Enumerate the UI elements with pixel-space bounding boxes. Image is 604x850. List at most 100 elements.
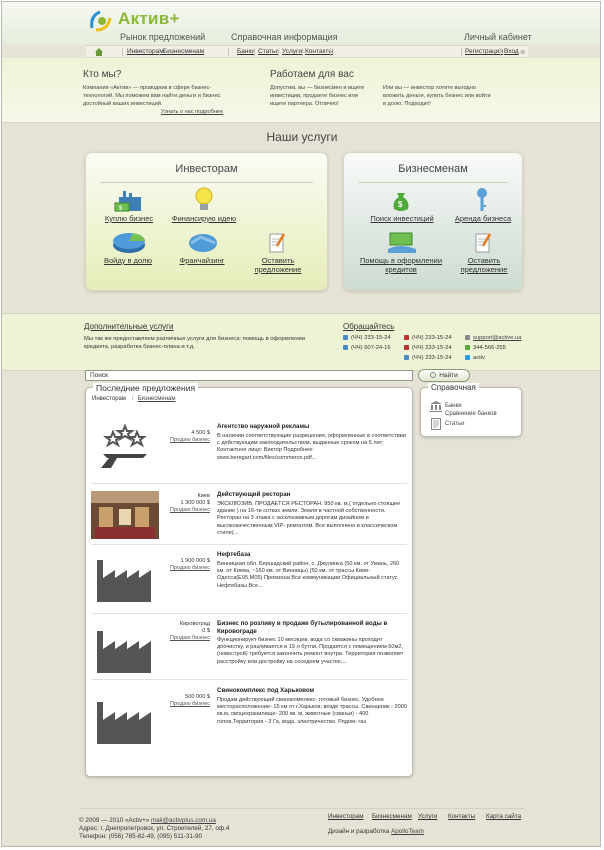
- subnav-login[interactable]: Вход: [504, 48, 519, 55]
- phone-4: (ЧЧ) 233-15-24: [404, 345, 452, 351]
- footer-design: Дизайн и разработка ApolloTeam: [328, 828, 424, 835]
- document-pen-icon: [269, 233, 286, 253]
- item-desc: Продам действующий свинокомплекс- готовы…: [217, 697, 407, 725]
- footer-link-investors[interactable]: Инвесторам: [328, 813, 364, 820]
- key-icon: [477, 188, 487, 211]
- ref-banks[interactable]: Банки: [445, 403, 462, 409]
- footer-link-services[interactable]: Услуги: [418, 813, 438, 820]
- nav-reference[interactable]: Справочная информация: [231, 32, 338, 42]
- bank-icon: [430, 401, 442, 412]
- phone-3: (ЧЧ) 233-15-24: [404, 335, 452, 341]
- work-title: Работаем для вас: [270, 69, 354, 80]
- subnav: Инвесторам Бизнесменам Банки Статьи Услу…: [86, 45, 528, 58]
- search-input[interactable]: Поиск: [85, 370, 413, 381]
- footer-link-contacts[interactable]: Контакты: [448, 813, 476, 820]
- handshake-icon: [189, 234, 217, 252]
- subnav-articles[interactable]: Статьи: [258, 48, 280, 55]
- svc-proposal-business[interactable]: Оставить предложение: [460, 256, 508, 274]
- operator-icon: [404, 345, 409, 350]
- list-item[interactable]: 4 500 $Продаю бизнес Агентство наружной …: [86, 422, 412, 482]
- item-title[interactable]: Действующий ресторан: [217, 491, 291, 498]
- svc-rent-business[interactable]: Аренда бизнеса: [454, 214, 512, 223]
- footer-design-link[interactable]: ApolloTeam: [391, 828, 424, 835]
- email[interactable]: support@active.ua: [465, 335, 521, 341]
- stars-service-icon: [101, 424, 147, 468]
- item-desc: Винницкая обл. Бершадский район, с. Джул…: [217, 561, 400, 589]
- subnav-register[interactable]: Регистрация: [465, 48, 503, 55]
- extra-text: Мы так же предоставляем различные услуги…: [84, 336, 306, 350]
- factory-money-icon: $: [114, 191, 141, 212]
- mail-icon: [465, 335, 470, 340]
- footer-address: Адрес: г. Днепропетровск, ул. Строителей…: [79, 825, 230, 832]
- tab-businessmen[interactable]: Бизнесменам: [137, 396, 176, 402]
- logo-icon[interactable]: [88, 8, 114, 34]
- who-title: Кто мы?: [83, 69, 122, 80]
- icq-icon: [465, 345, 470, 350]
- document-pen-icon: [475, 233, 492, 253]
- home-icon[interactable]: [95, 48, 103, 56]
- businessmen-panel: Бизнесменам $ Поиск инвестиций Аренда би…: [343, 152, 523, 291]
- nav-cabinet[interactable]: Личный кабинет: [464, 32, 532, 42]
- phone-5: (ЧЧ) 233-15-24: [404, 355, 452, 361]
- who-text: Компания «Актив» — проводник в сфере биз…: [83, 85, 221, 107]
- footer-link-businessmen[interactable]: Бизнесменам: [372, 813, 412, 820]
- money-bag-icon: $: [393, 193, 409, 211]
- about-section: Кто мы? Компания «Актив» — проводник в с…: [2, 58, 600, 123]
- nav-market[interactable]: Рынок предложений: [120, 32, 206, 42]
- investors-panel-title: Инвесторам: [175, 163, 238, 175]
- svc-proposal-investor[interactable]: Оставить предложение: [254, 256, 302, 274]
- item-desc: Функционирует бизнес 10 месяцев, вода со…: [217, 637, 404, 665]
- search-icon: [430, 372, 437, 379]
- item-title[interactable]: Агентство наружной рекламы: [217, 423, 310, 430]
- item-title[interactable]: Бизнес по розливу в продаже бутылированн…: [217, 620, 388, 635]
- svg-text:$: $: [398, 200, 403, 209]
- list-item[interactable]: 1 900 000 $Продаю бизнес Нефтебаза Винни…: [86, 548, 412, 612]
- login-arrow-icon[interactable]: ⊕: [520, 49, 526, 56]
- services-title: Наши услуги: [266, 130, 338, 144]
- footer: © 2009 — 2010 «Activ+» mail@activplus.co…: [2, 802, 600, 846]
- item-title[interactable]: Нефтебаза: [217, 551, 251, 558]
- subnav-investors[interactable]: Инвесторам: [127, 48, 164, 55]
- restaurant-photo: [91, 491, 159, 539]
- factory-icon: [97, 560, 151, 602]
- item-meta: 4 500 $Продаю бизнес: [169, 430, 210, 443]
- who-more-link[interactable]: Узнать о нас подробнее: [161, 109, 224, 115]
- extra-title[interactable]: Дополнительные услуги: [84, 322, 174, 331]
- svc-find-investment[interactable]: Поиск инвестиций: [370, 214, 434, 223]
- list-item[interactable]: 500 000 $Продаю бизнес Свинокомплекс под…: [86, 684, 412, 748]
- reference-panel: Справочная Банки Сравнение банков Статьи: [420, 383, 522, 437]
- lightbulb-icon: [195, 187, 213, 210]
- ref-articles[interactable]: Статьи: [445, 421, 465, 427]
- item-title[interactable]: Свинокомплекс под Харьковом: [217, 687, 315, 694]
- subnav-services[interactable]: Услуги: [282, 48, 302, 55]
- skype: activ: [465, 355, 485, 361]
- footer-email[interactable]: mail@activplus.com.ua: [151, 817, 216, 824]
- ref-compare-banks[interactable]: Сравнение банков: [445, 411, 497, 417]
- footer-info: © 2009 — 2010 «Activ+» mail@activplus.co…: [79, 817, 230, 840]
- investor-text: Или вы — инвестор хотите выгодно вложить…: [383, 85, 491, 107]
- search-button[interactable]: Найти: [418, 369, 470, 382]
- svc-finance-idea[interactable]: Финансирую идею: [171, 214, 237, 223]
- svc-credit-help[interactable]: Помощь в оформлении кредитов: [359, 256, 443, 274]
- footer-link-sitemap[interactable]: Карта сайта: [486, 813, 522, 820]
- item-desc: ЭКСКЛЮЗИВ. ПРОДАЕТСЯ РЕСТОРАН. 950 кв. м…: [217, 501, 401, 536]
- investors-panel: Инвесторам $ Куплю бизнес Финансирую иде…: [85, 152, 328, 291]
- tab-investors[interactable]: Инвесторам: [92, 396, 126, 402]
- phone-2: (ЧЧ) 607-24-16: [343, 345, 391, 351]
- listing-title: Последние предложения: [93, 383, 199, 393]
- svc-buy-business[interactable]: Куплю бизнес: [104, 214, 154, 223]
- subnav-banks[interactable]: Банки: [237, 48, 255, 55]
- listing-panel: Последние предложения Инвесторам/Бизнесм…: [85, 383, 413, 777]
- factory-icon: [97, 631, 151, 673]
- contact-title: Обращайтесь: [343, 322, 395, 331]
- pie-chart-icon: [113, 233, 146, 253]
- svc-franchise[interactable]: Франчайзинг: [179, 256, 225, 265]
- logo-text[interactable]: Актив+: [118, 9, 180, 28]
- svc-share[interactable]: Войду в долю: [103, 256, 153, 265]
- subnav-contacts[interactable]: Контакты: [305, 48, 334, 55]
- subnav-businessmen[interactable]: Бизнесменам: [163, 48, 205, 55]
